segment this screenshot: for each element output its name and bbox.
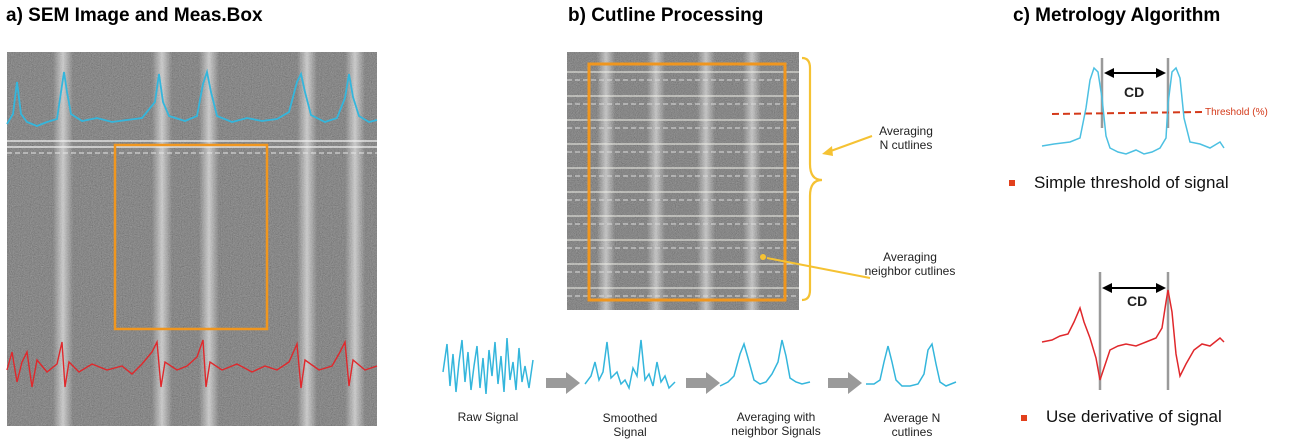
- step-label-averaging-neighbor: Averaging with neighbor Signals: [731, 410, 821, 438]
- step-arrow: [546, 372, 580, 394]
- panel-b-title: b) Cutline Processing: [568, 5, 764, 26]
- cd-label-threshold: CD: [1124, 84, 1145, 100]
- step-label-average-n: Average N cutlines: [883, 411, 941, 439]
- red-signal-trace: [6, 339, 378, 389]
- annotation-arrow-n-cutlines: [822, 135, 873, 156]
- method-1-text: Simple threshold of signal: [1034, 173, 1229, 192]
- step-arrow: [686, 372, 720, 394]
- panel-c-title: c) Metrology Algorithm: [1013, 5, 1221, 26]
- bullet-icon: [1009, 180, 1015, 186]
- panel-a-title: a) SEM Image and Meas.Box: [6, 5, 263, 26]
- step-label-smoothed: Smoothed Signal: [602, 411, 658, 439]
- derivative-method-plot: [1041, 272, 1225, 390]
- measurement-box: [113, 143, 269, 331]
- raw-signal-plot: [442, 337, 534, 395]
- annotation-neighbor-cutlines: Averaging neighbor cutlines: [864, 250, 956, 278]
- smoothed-signal-plot: [584, 339, 676, 391]
- threshold-label: Threshold (%): [1205, 107, 1268, 118]
- average-n-cutlines-plot: [866, 342, 957, 387]
- cyan-signal-trace: [6, 68, 378, 127]
- annotation-arrow-neighbor: [760, 254, 871, 279]
- measurement-box: [587, 62, 787, 302]
- method-2-text: Use derivative of signal: [1046, 407, 1222, 426]
- step-arrow: [828, 372, 862, 394]
- step-label-raw: Raw Signal: [457, 410, 519, 424]
- bullet-icon: [1021, 415, 1027, 421]
- averaged-neighbor-signal-plot: [719, 339, 811, 387]
- bracket: [801, 56, 823, 302]
- annotation-n-cutlines: Averaging N cutlines: [879, 124, 933, 152]
- threshold-method-plot: [1041, 58, 1225, 155]
- sem-crop: [567, 52, 799, 310]
- cutlines: [567, 71, 799, 297]
- sem-image: [6, 52, 378, 426]
- cd-label-derivative: CD: [1127, 293, 1148, 309]
